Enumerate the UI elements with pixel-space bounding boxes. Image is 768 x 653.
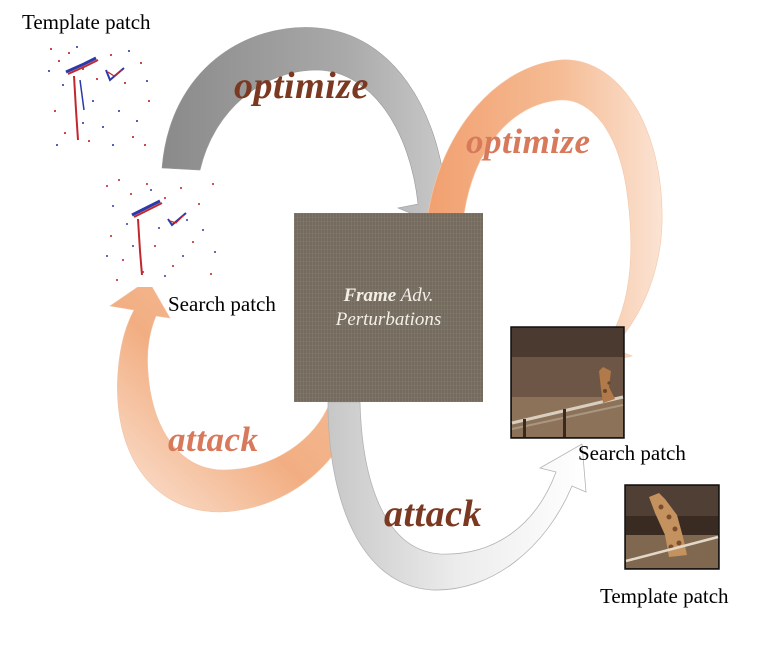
frame-bold-text: Frame [343, 284, 397, 306]
template-patch-bottom-label: Template patch [600, 584, 729, 608]
frame-adv-perturbations-box: Frame Adv. Perturbations [294, 213, 483, 402]
template-patch-top-label: Template patch [22, 10, 151, 34]
attack-bottom-label: attack [384, 493, 482, 535]
frame-adv-perturbations-text: Frame Adv. Perturbations [336, 284, 442, 332]
template-patch-top-image [44, 40, 156, 154]
arrow-attack-bottom [327, 401, 587, 591]
adv-text: Adv. [396, 284, 434, 306]
search-patch-left-label: Search patch [168, 292, 276, 316]
search-patch-right-image [510, 326, 625, 439]
optimize-top-label: optimize [234, 65, 369, 107]
perturbations-text: Perturbations [335, 308, 442, 330]
template-patch-bottom-image [624, 484, 720, 570]
search-patch-left-image [102, 175, 222, 287]
arrow-attack-left [109, 279, 361, 513]
search-patch-right-label: Search patch [578, 441, 686, 465]
attack-left-label: attack [168, 420, 259, 459]
optimize-right-label: optimize [466, 122, 591, 161]
